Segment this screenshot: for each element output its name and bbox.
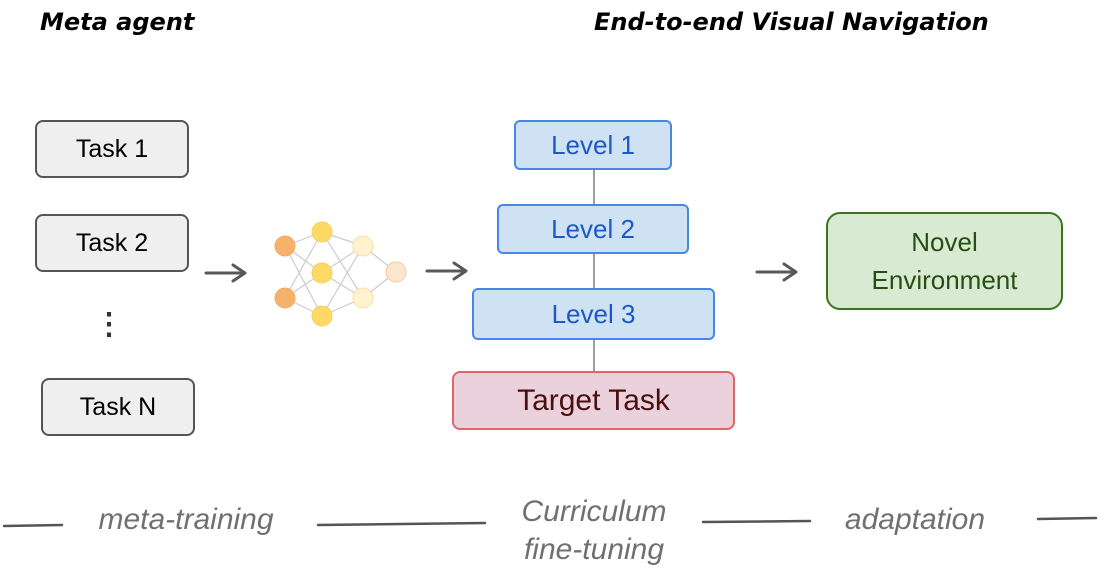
curriculum-fine-tuning-label: Curriculum fine-tuning	[496, 493, 692, 569]
network-node	[274, 287, 296, 309]
arrow-right-icon	[425, 261, 468, 281]
target-task-label: Target Task	[517, 383, 670, 417]
network-node	[274, 235, 296, 257]
novel-environment-box: Novel Environment	[826, 212, 1063, 310]
task-1-box: Task 1	[35, 120, 189, 178]
neural-network-icon	[274, 221, 407, 327]
level-3-label: Level 3	[551, 298, 636, 329]
phase-separator-line	[1036, 516, 1098, 521]
level-2-label: Level 2	[551, 213, 635, 244]
adaptation-label: adaptation	[844, 503, 986, 536]
network-node	[385, 261, 407, 283]
network-node	[352, 235, 374, 257]
phase-separator-line	[701, 519, 812, 524]
network-node	[311, 221, 333, 243]
novel-environment-line-2: Environment	[871, 265, 1018, 295]
task-n-box: Task N	[41, 378, 195, 436]
network-node	[311, 305, 333, 327]
level-3-box: Level 3	[472, 288, 715, 340]
level-1-box: Level 1	[514, 120, 672, 170]
arrow-right-icon	[755, 262, 798, 282]
novel-environment-line-1: Novel	[911, 227, 978, 257]
meta-training-label: meta-training	[98, 503, 274, 536]
task-1-label: Task 1	[75, 134, 149, 163]
level-1-label: Level 1	[551, 129, 635, 160]
phase-separator-line	[316, 521, 487, 527]
task-n-label: Task N	[79, 392, 157, 421]
ellipsis-dots: ⋮	[94, 302, 124, 346]
arrow-right-icon	[204, 263, 247, 283]
ellipsis-label: ⋮	[94, 307, 124, 341]
visual-navigation-heading: End-to-end Visual Navigation	[594, 8, 989, 36]
target-task-box: Target Task	[452, 371, 735, 430]
task-2-label: Task 2	[75, 228, 149, 257]
network-node	[352, 287, 374, 309]
meta-agent-heading: Meta agent	[40, 8, 195, 36]
curriculum-label-line-2: fine-tuning	[523, 533, 665, 566]
curriculum-label-line-1: Curriculum	[521, 495, 667, 528]
task-2-box: Task 2	[35, 214, 189, 272]
level-2-box: Level 2	[497, 204, 689, 254]
network-node	[311, 262, 333, 284]
phase-separator-line	[2, 523, 64, 528]
